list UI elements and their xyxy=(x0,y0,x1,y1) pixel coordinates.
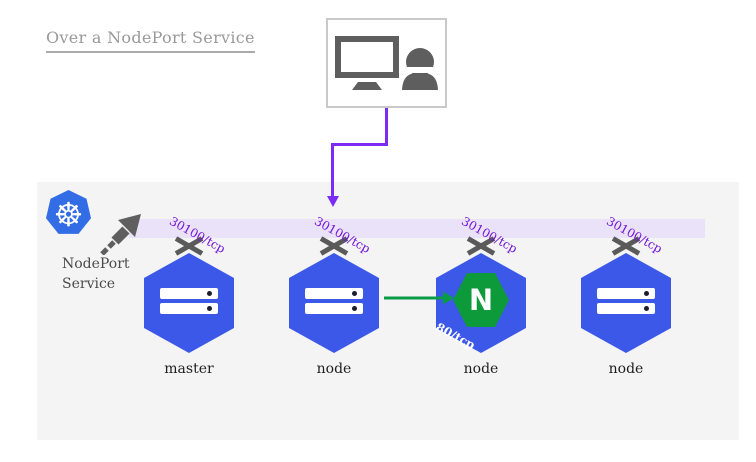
client-icon xyxy=(335,36,438,90)
client-box xyxy=(326,18,447,108)
client-connector-segment xyxy=(385,108,388,146)
server-led-icon xyxy=(352,291,357,296)
service-name-line2: Service xyxy=(62,276,116,292)
client-connector-arrowhead-icon xyxy=(327,196,339,207)
pod-routing-arrow-icon xyxy=(384,291,454,305)
node-hexagon xyxy=(289,253,379,353)
port-x-icon xyxy=(319,236,349,256)
server-icon xyxy=(305,288,363,299)
node-group-nginx: 30100/tcp N 80/tcp node xyxy=(433,211,526,391)
service-name-label: NodePort Service xyxy=(62,254,130,294)
server-icon xyxy=(305,303,363,314)
node-group-master: 30100/tcp master xyxy=(144,211,234,391)
server-led-icon xyxy=(644,306,649,311)
service-name-line1: NodePort xyxy=(62,256,130,272)
node-name-label: node xyxy=(608,361,644,377)
server-icon xyxy=(597,288,655,299)
nginx-pod-icon: N xyxy=(453,273,509,327)
node-name-label: node xyxy=(463,361,499,377)
port-x-icon xyxy=(611,236,641,256)
server-icon xyxy=(160,303,218,314)
server-led-icon xyxy=(207,306,212,311)
port-x-icon xyxy=(174,236,204,256)
server-led-icon xyxy=(352,306,357,311)
helm-wheel-icon: ☸ xyxy=(53,194,84,234)
client-connector-segment xyxy=(331,143,388,146)
service-pointer-arrow-icon xyxy=(100,214,141,255)
diagram-title: Over a NodePort Service xyxy=(46,28,255,53)
kubernetes-icon: ☸ xyxy=(45,189,92,238)
monitor-icon xyxy=(335,36,399,90)
node-hexagon xyxy=(144,253,234,353)
client-connector-segment xyxy=(331,143,334,197)
port-x-icon xyxy=(466,236,496,256)
node-name-label: node xyxy=(316,361,352,377)
nodeport-service-band xyxy=(129,219,705,238)
node-hexagon xyxy=(581,253,671,353)
node-name-label: master xyxy=(164,361,214,377)
server-icon xyxy=(160,288,218,299)
server-led-icon xyxy=(207,291,212,296)
server-icon xyxy=(597,303,655,314)
user-icon xyxy=(402,48,438,90)
node-group: 30100/tcp node xyxy=(581,211,671,391)
server-led-icon xyxy=(644,291,649,296)
node-group: 30100/tcp node xyxy=(289,211,379,391)
